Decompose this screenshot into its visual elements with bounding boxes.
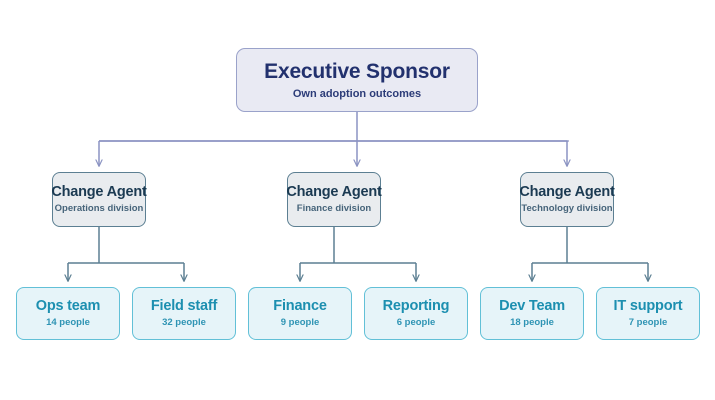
team-title: Ops team	[35, 297, 101, 314]
agent-title: Change Agent	[286, 183, 382, 200]
team-title: Field staff	[150, 297, 218, 314]
executive-title: Executive Sponsor	[264, 60, 450, 84]
connectors-agents-to-teams	[68, 227, 648, 281]
agent-subtitle: Operations division	[54, 202, 144, 214]
agent-title: Change Agent	[519, 183, 615, 200]
node-change-agent-technology[interactable]: Change Agent Technology division	[519, 172, 615, 227]
team-headcount: 9 people	[280, 316, 320, 328]
team-title: Dev Team	[499, 297, 565, 314]
agent-title: Change Agent	[51, 183, 147, 200]
team-title: Reporting	[382, 297, 450, 314]
agent-subtitle: Technology division	[521, 202, 613, 214]
team-headcount: 18 people	[510, 316, 554, 328]
team-headcount: 6 people	[396, 316, 436, 328]
node-team-finance[interactable]: Finance 9 people	[248, 287, 352, 340]
node-team-ops-team[interactable]: Ops team 14 people	[16, 287, 120, 340]
node-executive-sponsor[interactable]: Executive Sponsor Own adoption outcomes	[236, 48, 478, 112]
node-change-agent-finance[interactable]: Change Agent Finance division	[286, 172, 382, 227]
team-headcount: 32 people	[162, 316, 206, 328]
team-headcount: 7 people	[628, 316, 668, 328]
node-team-dev-team[interactable]: Dev Team 18 people	[480, 287, 584, 340]
node-team-field-staff[interactable]: Field staff 32 people	[132, 287, 236, 340]
connectors-exec-to-agents	[99, 112, 615, 166]
node-team-reporting[interactable]: Reporting 6 people	[364, 287, 468, 340]
node-change-agent-operations[interactable]: Change Agent Operations division	[51, 172, 147, 227]
team-title: IT support	[613, 297, 683, 314]
team-title: Finance	[273, 297, 327, 314]
agent-subtitle: Finance division	[296, 202, 372, 214]
team-headcount: 14 people	[46, 316, 90, 328]
node-team-it-support[interactable]: IT support 7 people	[596, 287, 700, 340]
executive-subtitle: Own adoption outcomes	[292, 87, 422, 100]
